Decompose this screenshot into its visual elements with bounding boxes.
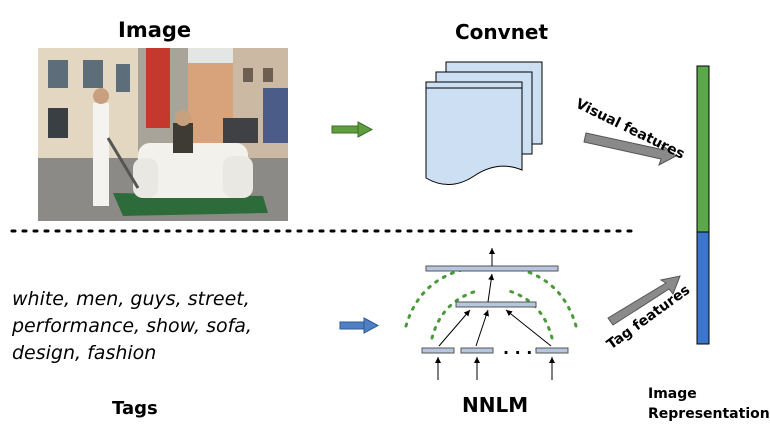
convnet-title: Convnet (455, 20, 549, 44)
nnlm-ellipsis: . . . (503, 339, 532, 358)
tag-features-arrow (607, 275, 681, 326)
image-title: Image (118, 18, 192, 42)
convnet-feature-maps (425, 61, 543, 185)
street-photo (38, 48, 288, 221)
tags-text-line: white, men, guys, street, (12, 288, 250, 310)
tags-to-nnlm-arrow (339, 317, 380, 334)
representation-label-line2: Representation (648, 406, 770, 422)
tags-title: Tags (112, 398, 158, 419)
image-representation-bar (696, 65, 710, 345)
representation-label-line1: Image (648, 386, 697, 402)
nnlm-network: . . . (404, 248, 578, 380)
tags-text-line: performance, show, sofa, (12, 315, 252, 337)
nnlm-title: NNLM (462, 393, 529, 417)
tags-text-line: design, fashion (12, 342, 157, 364)
image-to-convnet-arrow (331, 121, 374, 138)
visual-features-arrow (583, 132, 677, 167)
